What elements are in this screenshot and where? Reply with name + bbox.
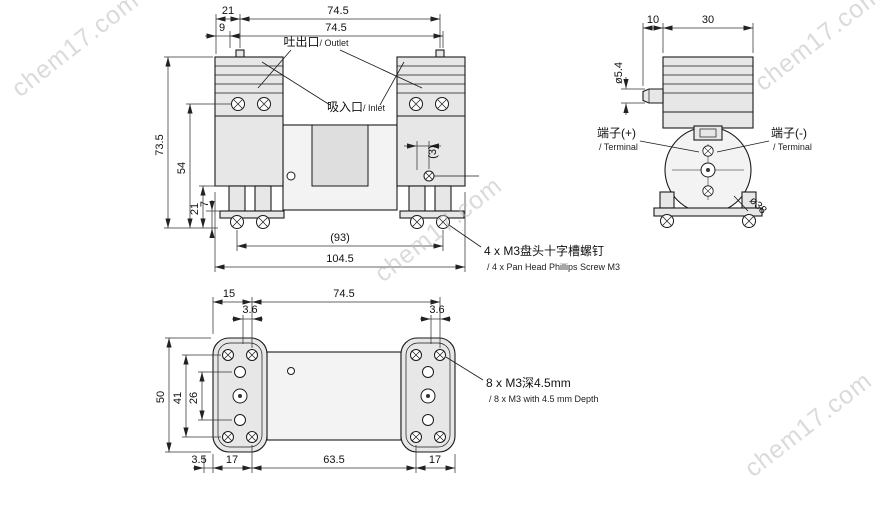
m3-hole-icon	[410, 349, 422, 361]
dim-17-right: 17	[429, 454, 441, 466]
dim-73-5: 73.5	[154, 134, 166, 155]
terminal-plus-label-en: / Terminal	[599, 142, 638, 152]
dim-30: 30	[702, 14, 714, 26]
watermark-text: chem17.com	[6, 0, 144, 103]
front-left-foot	[219, 185, 285, 229]
head-screw-icon	[409, 97, 423, 111]
bottom-left-cap	[212, 337, 268, 453]
bottom-dimensions: 15 74.5 3.6 3.6 50 41 26 3.5 17 63.5	[155, 288, 455, 471]
front-screw-callout: 4 x M3盘头十字槽螺钉 / 4 x Pan Head Phillips Sc…	[448, 224, 620, 272]
side-port-barb	[642, 88, 664, 104]
terminal-plus-label-cn: 端子(+)	[597, 126, 636, 140]
side-head	[662, 56, 754, 129]
dim-50: 50	[155, 391, 167, 403]
bottom-right-cap	[400, 337, 456, 453]
m3-hole-icon	[410, 431, 422, 443]
front-port-labels: 吐出口/ Outlet 吸入口/ Inlet	[257, 35, 423, 114]
front-left-head	[214, 56, 284, 187]
terminal-minus-label-en: / Terminal	[773, 142, 812, 152]
m3-hole-icon	[246, 431, 258, 443]
head-screw-icon	[231, 97, 245, 111]
dim-104-5: 104.5	[326, 253, 354, 265]
pan-head-screw-icon	[660, 214, 674, 228]
side-terminal-block	[693, 125, 723, 141]
dim-3-5: 3.5	[191, 454, 206, 466]
bottom-screw-callout: 8 x M3深4.5mm / 8 x M3 with 4.5 mm Depth	[445, 356, 599, 404]
m3-hole-icon	[246, 349, 258, 361]
dim-3-gap: (3)	[427, 145, 439, 158]
head-screw-icon	[435, 97, 449, 111]
watermark-text: chem17.com	[739, 366, 877, 482]
terminal-labels: 端子(+) / Terminal 端子(-) / Terminal	[597, 126, 812, 153]
m3-hole-icon	[434, 349, 446, 361]
dim-10: 10	[647, 14, 659, 26]
pan-head-screw-icon	[256, 215, 270, 229]
front-right-foot	[399, 185, 465, 229]
dim-54: 54	[176, 162, 188, 174]
front-view: 21 74.5 9 74.5 73.5 54 21 7 (3) (93)	[154, 5, 620, 272]
front-inlet-port-stub	[435, 49, 445, 58]
dim-26: 26	[188, 392, 200, 404]
side-motor-face	[672, 144, 744, 200]
dim-21-left: 21	[189, 203, 201, 215]
front-terminal-screw	[423, 170, 479, 182]
dim-74-5-bottomview: 74.5	[333, 288, 354, 300]
bottom-screw-callout-en: / 8 x M3 with 4.5 mm Depth	[489, 394, 599, 404]
bottom-motor-body	[266, 351, 402, 441]
dim-9: 9	[219, 22, 225, 34]
side-view: 10 30 ø5.4 ø38 端子(+) / Terminal 端子(-) / …	[597, 14, 812, 228]
dim-3-6-right: 3.6	[429, 304, 444, 316]
dim-7: 7	[199, 201, 211, 207]
bottom-screw-callout-cn: 8 x M3深4.5mm	[486, 376, 571, 390]
dim-3-6-left: 3.6	[242, 304, 257, 316]
front-dimensions: 21 74.5 9 74.5 73.5 54 21 7 (3) (93)	[154, 5, 465, 270]
watermark-text: chem17.com	[749, 0, 884, 97]
inlet-label: 吸入口/ Inlet	[327, 100, 386, 114]
front-vent-hole	[286, 171, 296, 181]
front-outlet-port-stub	[235, 49, 245, 58]
bottom-vent-hole	[287, 367, 295, 375]
bottom-view: 15 74.5 3.6 3.6 50 41 26 3.5 17 63.5	[155, 288, 599, 473]
dim-63-5: 63.5	[323, 454, 344, 466]
dim-41: 41	[172, 392, 184, 404]
face-screw-icon	[702, 145, 714, 157]
dim-17-left: 17	[226, 454, 238, 466]
dim-port-dia: ø5.4	[613, 62, 625, 84]
m3-hole-icon	[434, 431, 446, 443]
dim-93: (93)	[330, 232, 350, 244]
dim-21-top: 21	[222, 5, 234, 17]
pan-head-screw-icon	[230, 215, 244, 229]
pan-head-screw-icon	[742, 214, 756, 228]
front-right-head	[396, 56, 466, 187]
terminal-minus-label-cn: 端子(-)	[771, 126, 807, 140]
front-screw-callout-en: / 4 x Pan Head Phillips Screw M3	[487, 262, 620, 272]
m3-hole-icon	[222, 431, 234, 443]
dim-74-5-row1: 74.5	[327, 5, 348, 17]
dim-15: 15	[223, 288, 235, 300]
side-feet	[653, 191, 763, 228]
m3-hole-icon	[222, 349, 234, 361]
outlet-label: 吐出口/ Outlet	[283, 35, 349, 49]
face-screw-icon	[702, 185, 714, 197]
front-motor-label-plate	[311, 124, 369, 187]
dim-74-5-row2: 74.5	[325, 22, 346, 34]
front-screw-callout-cn: 4 x M3盘头十字槽螺钉	[484, 243, 604, 258]
head-screw-icon	[257, 97, 271, 111]
